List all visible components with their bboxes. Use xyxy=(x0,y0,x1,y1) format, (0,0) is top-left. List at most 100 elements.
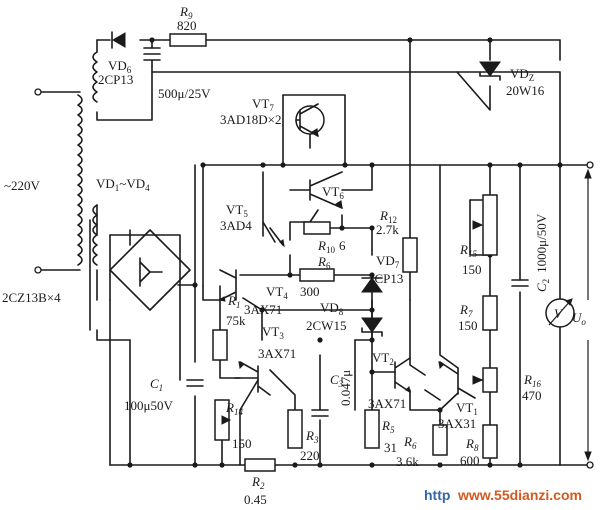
svg-text:470: 470 xyxy=(522,388,542,403)
svg-text:0.45: 0.45 xyxy=(244,492,267,507)
svg-text:VT3: VT3 xyxy=(262,324,284,341)
svg-text:75k: 75k xyxy=(226,313,246,328)
svg-text:150: 150 xyxy=(462,262,482,277)
transformer xyxy=(77,51,98,331)
svg-text:VT2: VT2 xyxy=(372,350,394,367)
r8-resistor xyxy=(482,424,498,459)
svg-text:Uo: Uo xyxy=(572,310,586,327)
svg-text:~220V: ~220V xyxy=(4,178,41,193)
watermark: http www.55dianzi.com xyxy=(424,487,582,503)
svg-text:2CP13: 2CP13 xyxy=(98,72,133,87)
vt1-transistor xyxy=(438,360,476,399)
svg-text:R8: R8 xyxy=(465,436,479,453)
svg-text:R6: R6 xyxy=(403,434,417,451)
svg-text:R3: R3 xyxy=(305,428,319,445)
vt5-transistor xyxy=(262,221,285,248)
svg-text:C3: C3 xyxy=(330,372,344,389)
output-terminal-plus xyxy=(586,161,594,169)
r2-resistor xyxy=(244,458,276,472)
svg-text:2CP13: 2CP13 xyxy=(368,271,403,286)
svg-text:3AX71: 3AX71 xyxy=(244,302,282,317)
svg-text:VT4: VT4 xyxy=(266,284,288,301)
svg-text:100μ50V: 100μ50V xyxy=(124,398,173,413)
vdz-zener xyxy=(479,61,501,77)
svg-text:V: V xyxy=(554,306,564,321)
resistors xyxy=(169,33,498,472)
r1-resistor xyxy=(212,329,228,361)
c3-capacitor xyxy=(311,409,329,417)
svg-text:31: 31 xyxy=(384,440,397,455)
input-terminal-bottom xyxy=(34,266,42,274)
svg-text:R1: R1 xyxy=(227,293,240,310)
svg-text:2CW15: 2CW15 xyxy=(306,318,346,333)
r-300-resistor xyxy=(299,268,335,282)
vd6-diode xyxy=(112,32,126,48)
svg-text:R16: R16 xyxy=(523,372,541,389)
svg-text:C1: C1 xyxy=(150,376,163,393)
r9-resistor xyxy=(169,33,207,47)
svg-text:600: 600 xyxy=(460,453,480,468)
c2-capacitor xyxy=(511,279,529,287)
r15-resistor xyxy=(482,194,498,256)
svg-text:3AX71: 3AX71 xyxy=(368,396,406,411)
svg-text:0.047μ: 0.047μ xyxy=(338,370,353,406)
svg-text:500μ/25V: 500μ/25V xyxy=(158,86,211,101)
r6-resistor xyxy=(432,424,448,456)
svg-text:20W16: 20W16 xyxy=(506,83,545,98)
svg-text:150: 150 xyxy=(458,318,478,333)
svg-text:VD7: VD7 xyxy=(376,253,400,270)
svg-text:www.55dianzi.com: www.55dianzi.com xyxy=(457,487,582,503)
svg-text:VT1: VT1 xyxy=(456,400,478,417)
svg-text:220: 220 xyxy=(300,448,320,463)
vt6-transistor xyxy=(289,171,343,210)
svg-text:http: http xyxy=(424,487,450,503)
r10-resistor xyxy=(303,221,331,235)
svg-text:VD1~VD4: VD1~VD4 xyxy=(96,176,150,193)
vt2-transistor xyxy=(394,357,411,393)
svg-text:3AX31: 3AX31 xyxy=(438,416,476,431)
svg-text:2CZ13B×4: 2CZ13B×4 xyxy=(2,290,61,305)
voltmeter xyxy=(545,298,575,328)
svg-text:3AD18D×2: 3AD18D×2 xyxy=(220,112,282,127)
c-500u-capacitor xyxy=(143,47,161,67)
svg-text:150: 150 xyxy=(232,436,252,451)
svg-text:VT7: VT7 xyxy=(252,96,274,113)
svg-text:VD8: VD8 xyxy=(320,300,344,317)
capacitors xyxy=(143,47,529,417)
r5-resistor xyxy=(364,409,380,449)
labels: R9 820 VD6 2CP13 500μ/25V VDZ 20W16 VT7 … xyxy=(2,4,586,507)
bridge-rectifier xyxy=(109,229,191,311)
svg-text:820: 820 xyxy=(177,18,197,33)
vd8-zener xyxy=(361,317,383,333)
svg-text:R14: R14 xyxy=(225,400,243,417)
svg-text:R12: R12 xyxy=(379,208,397,225)
output-terminal-minus xyxy=(586,461,594,469)
svg-text:R9: R9 xyxy=(179,4,193,21)
vt7-transistor xyxy=(295,103,325,138)
svg-text:R5: R5 xyxy=(381,418,395,435)
svg-text:R2: R2 xyxy=(251,474,265,491)
svg-text:VT5: VT5 xyxy=(226,202,248,219)
svg-text:C21000μ/50V: C21000μ/50V xyxy=(534,213,551,292)
diodes xyxy=(111,31,501,337)
vd7-diode xyxy=(361,277,383,293)
svg-text:3.6k: 3.6k xyxy=(396,454,419,469)
vt4-transistor xyxy=(217,269,237,302)
c1-capacitor xyxy=(186,379,204,387)
r12-resistor xyxy=(402,237,418,273)
svg-text:2.7k: 2.7k xyxy=(376,222,399,237)
svg-text:3AD4: 3AD4 xyxy=(220,218,252,233)
wires xyxy=(39,39,561,466)
svg-text:R7: R7 xyxy=(459,302,473,319)
svg-text:R15: R15 xyxy=(459,242,477,259)
svg-text:3AX71: 3AX71 xyxy=(258,346,296,361)
r7-resistor xyxy=(482,295,498,331)
r3-resistor xyxy=(287,409,303,449)
r16-resistor xyxy=(482,367,498,393)
input-terminal-top xyxy=(34,88,42,96)
svg-text:R6: R6 xyxy=(317,254,331,271)
svg-text:VDZ: VDZ xyxy=(510,66,534,83)
